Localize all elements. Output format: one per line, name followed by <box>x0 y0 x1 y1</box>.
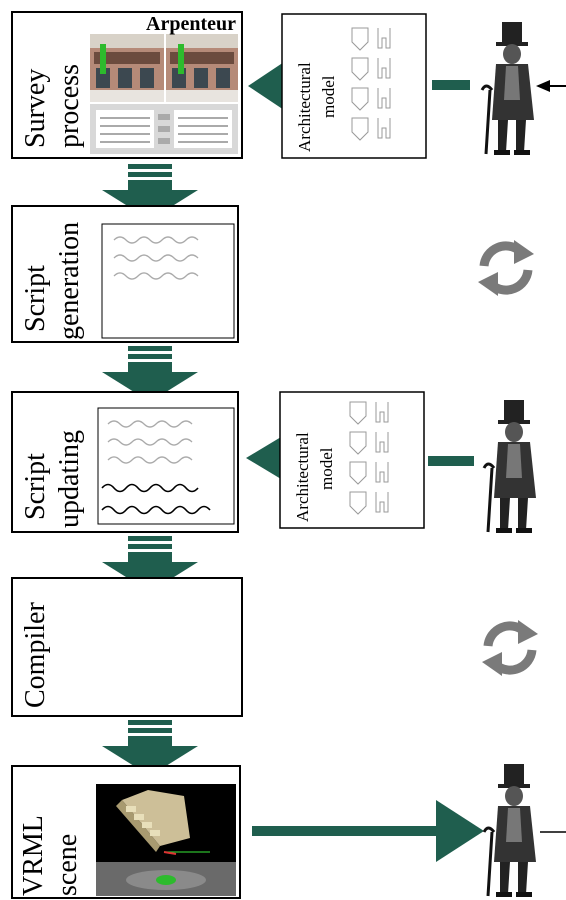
script-document <box>101 223 235 339</box>
input-arrow-head <box>248 58 290 114</box>
input-arrow-head <box>246 434 286 482</box>
script-document <box>97 407 235 525</box>
architectural-model-box-1: Architectural model <box>281 13 427 159</box>
survey-tool-name: Arpenteur <box>146 13 236 35</box>
step-label-line1: Survey <box>20 69 51 148</box>
step-label-line2: generation <box>54 222 85 340</box>
step-survey-process: Survey process <box>11 11 243 159</box>
connector-bar <box>428 456 474 466</box>
model-label-line2: model <box>319 75 338 118</box>
output-arrow-head <box>436 800 484 862</box>
step-label-line2: updating <box>54 430 85 528</box>
building-photo-icon <box>90 34 238 102</box>
step-compiler: Compiler <box>11 577 243 717</box>
cycle-icon <box>482 620 538 676</box>
output-arrow-shaft <box>252 826 438 836</box>
human-figure-icon <box>480 20 536 157</box>
incoming-arrow <box>536 80 566 92</box>
model-label-line2: model <box>317 447 336 490</box>
step-box <box>11 577 243 717</box>
handwritten-update-lines <box>101 483 211 515</box>
human-figure-icon <box>482 762 538 899</box>
model-label-line1: Architectural <box>293 432 312 522</box>
step-script-generation: Script generation <box>11 205 239 343</box>
step-script-updating: Script updating <box>11 391 239 533</box>
step-label-line2: scene <box>52 834 83 896</box>
step-label-line2: process <box>54 64 85 148</box>
architectural-model-box-2: Architectural model <box>279 391 425 529</box>
step-label-line1: Compiler <box>20 602 51 708</box>
connector-bar <box>432 80 470 90</box>
model-label-line1: Architectural <box>295 62 314 152</box>
step-label-line1: VRML <box>18 815 49 896</box>
step-vrml-scene: VRML scene <box>11 765 241 899</box>
cycle-icon <box>478 240 534 296</box>
step-label-line1: Script <box>20 265 51 332</box>
human-figure-icon <box>482 398 538 535</box>
vrml-render-icon <box>96 784 236 896</box>
data-panel <box>90 104 238 154</box>
step-label-line1: Script <box>20 453 51 520</box>
